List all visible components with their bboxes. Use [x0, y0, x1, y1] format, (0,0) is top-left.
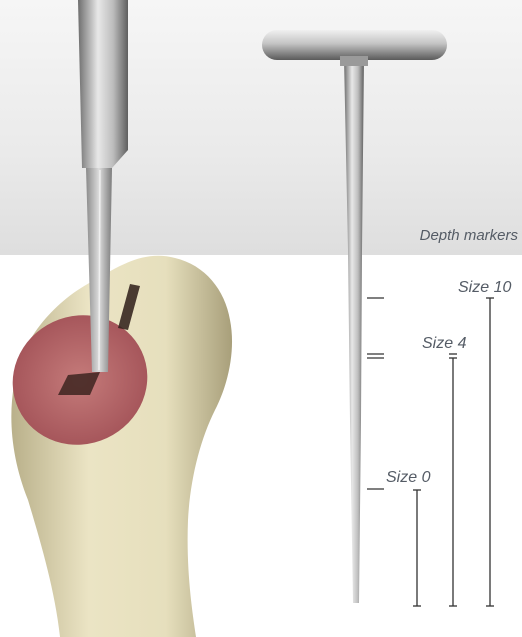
size-0-label: Size 0 [386, 470, 430, 486]
size-4-label: Size 4 [422, 336, 466, 352]
size-0-bracket [413, 490, 421, 606]
size-10-bracket [486, 298, 494, 606]
t-handle-reamer [262, 30, 447, 603]
size-10-label: Size 10 [458, 280, 511, 296]
bone-illustration [0, 256, 232, 637]
depth-marker-ticks [367, 298, 384, 489]
size-4-bracket [449, 354, 457, 606]
depth-markers-label: Depth markers [420, 228, 518, 243]
